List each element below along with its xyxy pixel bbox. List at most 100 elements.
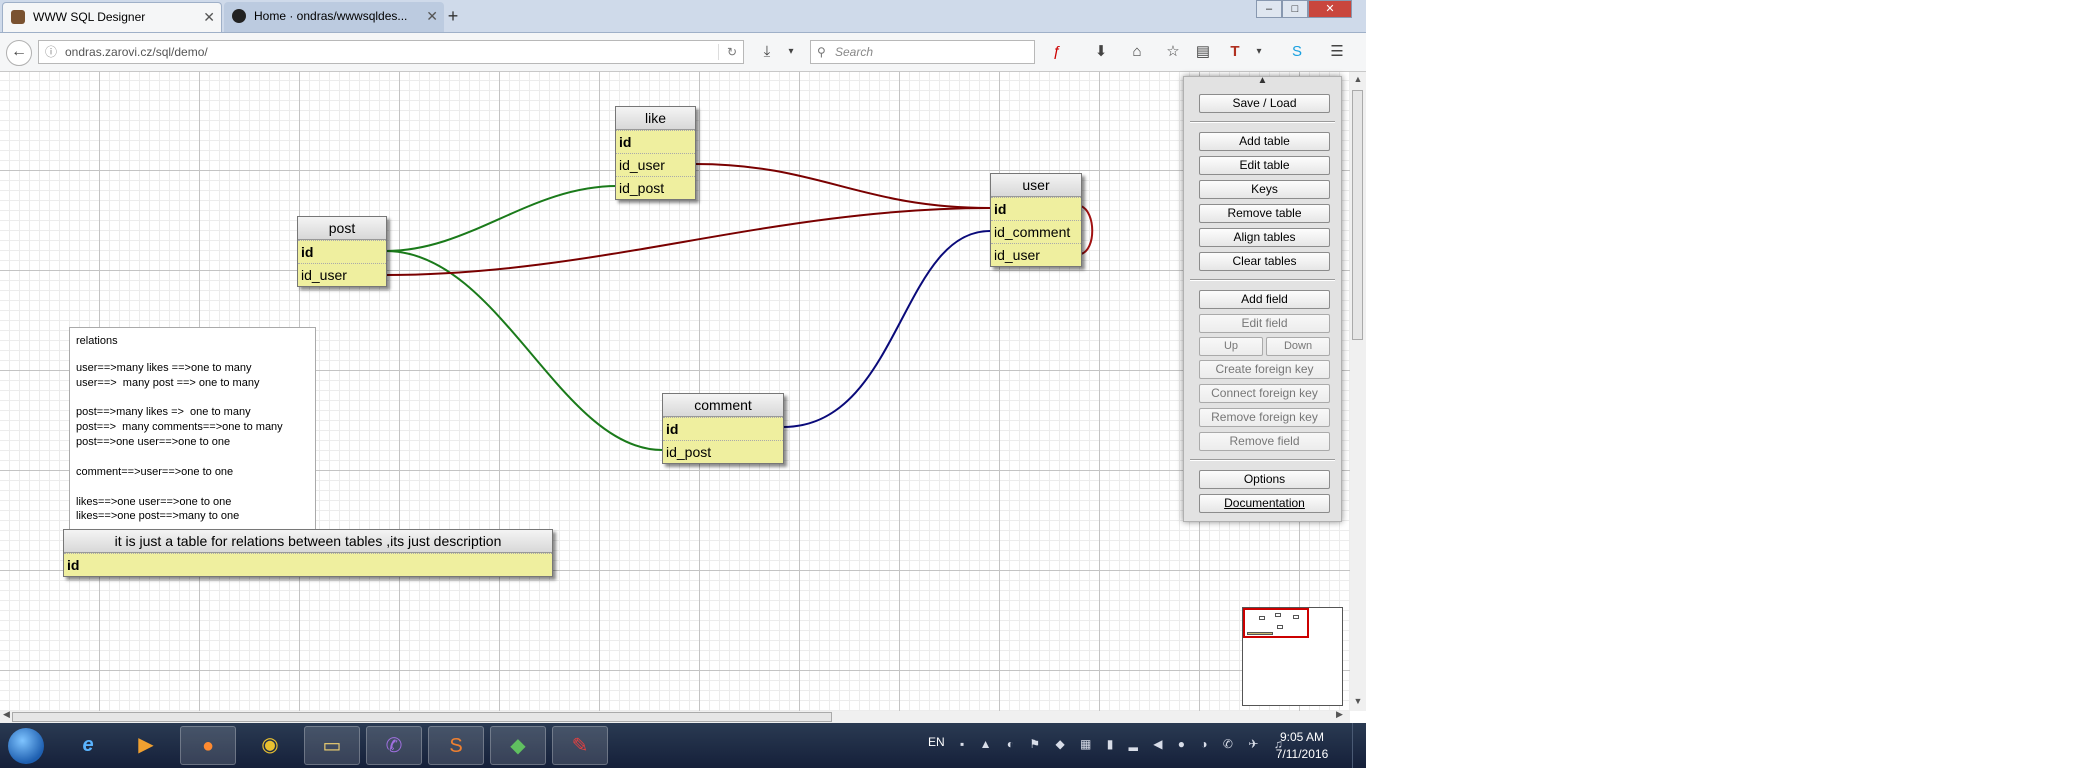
scroll-up-arrow-icon[interactable]: ▲ [1353,74,1363,84]
back-arrow-icon[interactable]: ← [6,40,32,66]
field-id[interactable]: id [663,417,783,440]
pocket-download-icon[interactable]: ⬇ [1094,43,1108,60]
skype-icon[interactable]: S [1291,43,1302,60]
collapse-arrow-icon[interactable]: ▲ [1257,75,1268,86]
scroll-left-arrow-icon[interactable]: ◀ [3,709,10,719]
flash-icon[interactable]: ƒ [1052,43,1062,60]
add-table-button[interactable]: Add table [1199,132,1330,151]
tab-www-sql-designer[interactable]: WWW SQL Designer ✕ [2,2,222,32]
info-icon[interactable]: ⓘ [45,45,58,59]
minimize-button[interactable]: – [1256,0,1282,18]
tab-strip: WWW SQL Designer ✕ Home · ondras/wwwsqld… [0,0,1366,33]
field-id[interactable]: id [616,130,695,153]
relation-line-like-post [385,185,618,252]
create-foreign-key-button[interactable]: Create foreign key [1199,360,1330,379]
media-player-icon[interactable]: ▶ [138,734,154,756]
clock-date: 7/11/2016 [1275,747,1329,761]
text-tool-dropdown-icon[interactable]: ▾ [1256,46,1262,57]
minimap-table [1259,616,1265,620]
field-id-user[interactable]: id_user [991,243,1081,266]
options-button[interactable]: Options [1199,470,1330,489]
clock[interactable]: 9:05 AM 7/11/2016 [1272,729,1332,763]
text-tool-icon[interactable]: T [1230,43,1240,60]
reload-icon[interactable]: ↻ [726,45,737,59]
control-panel: ▲ Save / Load Add table Edit table Keys … [1183,75,1342,522]
horizontal-scrollbar[interactable]: ◀ ▶ [0,709,1350,723]
table-post[interactable]: post id id_user [297,216,387,287]
table-title: user [991,174,1081,197]
note-line: comment==>user==>one to one [76,465,234,478]
table-description[interactable]: it is just a table for relations between… [63,529,553,577]
field-id-post[interactable]: id_post [663,440,783,463]
remove-foreign-key-button[interactable]: Remove foreign key [1199,408,1330,427]
close-tab-icon[interactable]: ✕ [203,9,215,25]
firefox-icon[interactable]: ● [180,726,236,765]
minimap-viewport[interactable] [1243,608,1309,638]
field-id[interactable]: id [991,197,1081,220]
table-user[interactable]: user id id_comment id_user [990,173,1082,267]
field-id-post[interactable]: id_post [616,176,695,199]
home-icon[interactable]: ⌂ [1132,43,1142,60]
move-up-button[interactable]: Up [1199,337,1263,356]
field-id-comment[interactable]: id_comment [991,220,1081,243]
relation-lines [385,163,1094,451]
vertical-scroll-thumb[interactable] [1352,90,1363,340]
vertical-scrollbar[interactable]: ▲ ▼ [1350,72,1366,711]
download-icon[interactable]: ⤓ [763,43,771,60]
scroll-down-arrow-icon[interactable]: ▼ [1353,696,1363,706]
designer-canvas[interactable]: like id id_user id_post post id id_user … [0,72,1350,711]
tab-github-home[interactable]: Home · ondras/wwwsqldes... ✕ [224,2,444,32]
connect-foreign-key-button[interactable]: Connect foreign key [1199,384,1330,403]
download-dropdown-icon[interactable]: ▾ [788,46,794,57]
minimap[interactable] [1242,607,1343,706]
new-tab-button[interactable]: + [447,6,459,26]
field-id[interactable]: id [64,553,552,576]
show-desktop-button[interactable] [1352,723,1366,768]
close-window-button[interactable]: ✕ [1308,0,1352,18]
system-tray-icons[interactable]: ▪ ▲ ◐ ⚑ ◆ ▦ ▮ ▂ ◀ ● ◑ ✆ ✈ ♫ [960,737,1289,751]
horizontal-scroll-thumb[interactable] [12,712,832,722]
tab-title: WWW SQL Designer [33,10,146,24]
remove-field-button[interactable]: Remove field [1199,432,1330,451]
address-bar[interactable]: ⓘ ondras.zarovi.cz/sql/demo/ ↻ [38,40,744,64]
table-comment[interactable]: comment id id_post [662,393,784,464]
edit-field-button[interactable]: Edit field [1199,314,1330,333]
move-down-button[interactable]: Down [1266,337,1330,356]
save-load-button[interactable]: Save / Load [1199,94,1330,113]
note-line: post==> many comments==>one to many [76,421,283,434]
search-input[interactable]: ⚲ Search [810,40,1035,64]
field-id-user[interactable]: id_user [616,153,695,176]
remove-table-button[interactable]: Remove table [1199,204,1330,223]
clear-tables-button[interactable]: Clear tables [1199,252,1330,271]
table-like[interactable]: like id id_user id_post [615,106,696,200]
app-icon[interactable]: ◆ [490,726,546,765]
edit-table-button[interactable]: Edit table [1199,156,1330,175]
relation-line-user-self [1080,205,1094,255]
maximize-button[interactable]: □ [1282,0,1308,18]
minimap-table [1293,615,1299,619]
search-icon: ⚲ [817,45,826,59]
align-tables-button[interactable]: Align tables [1199,228,1330,247]
bookmark-star-icon[interactable]: ☆ [1166,43,1180,60]
paint-pencil-icon[interactable]: ✎ [552,726,608,765]
sublime-text-icon[interactable]: S [428,726,484,765]
reading-list-icon[interactable]: ▤ [1195,43,1211,60]
add-field-button[interactable]: Add field [1199,290,1330,309]
close-tab-icon[interactable]: ✕ [426,8,438,24]
documentation-link[interactable]: Documentation [1199,494,1330,513]
start-button[interactable] [8,728,44,764]
keys-button[interactable]: Keys [1199,180,1330,199]
chrome-icon[interactable]: ◉ [261,734,279,756]
language-indicator[interactable]: EN [928,735,945,749]
field-id-user[interactable]: id_user [298,263,386,286]
field-id[interactable]: id [298,240,386,263]
scroll-right-arrow-icon[interactable]: ▶ [1336,709,1343,719]
divider [718,44,719,60]
viber-icon[interactable]: ✆ [366,726,422,765]
relations-note[interactable]: relations user==>many likes ==>one to ma… [69,327,316,547]
menu-hamburger-icon[interactable]: ☰ [1330,43,1344,60]
clock-time: 9:05 AM [1279,730,1325,744]
note-line: user==> many post ==> one to many [76,376,260,389]
file-explorer-icon[interactable]: ▭ [304,726,360,765]
internet-explorer-icon[interactable]: e [82,734,94,756]
